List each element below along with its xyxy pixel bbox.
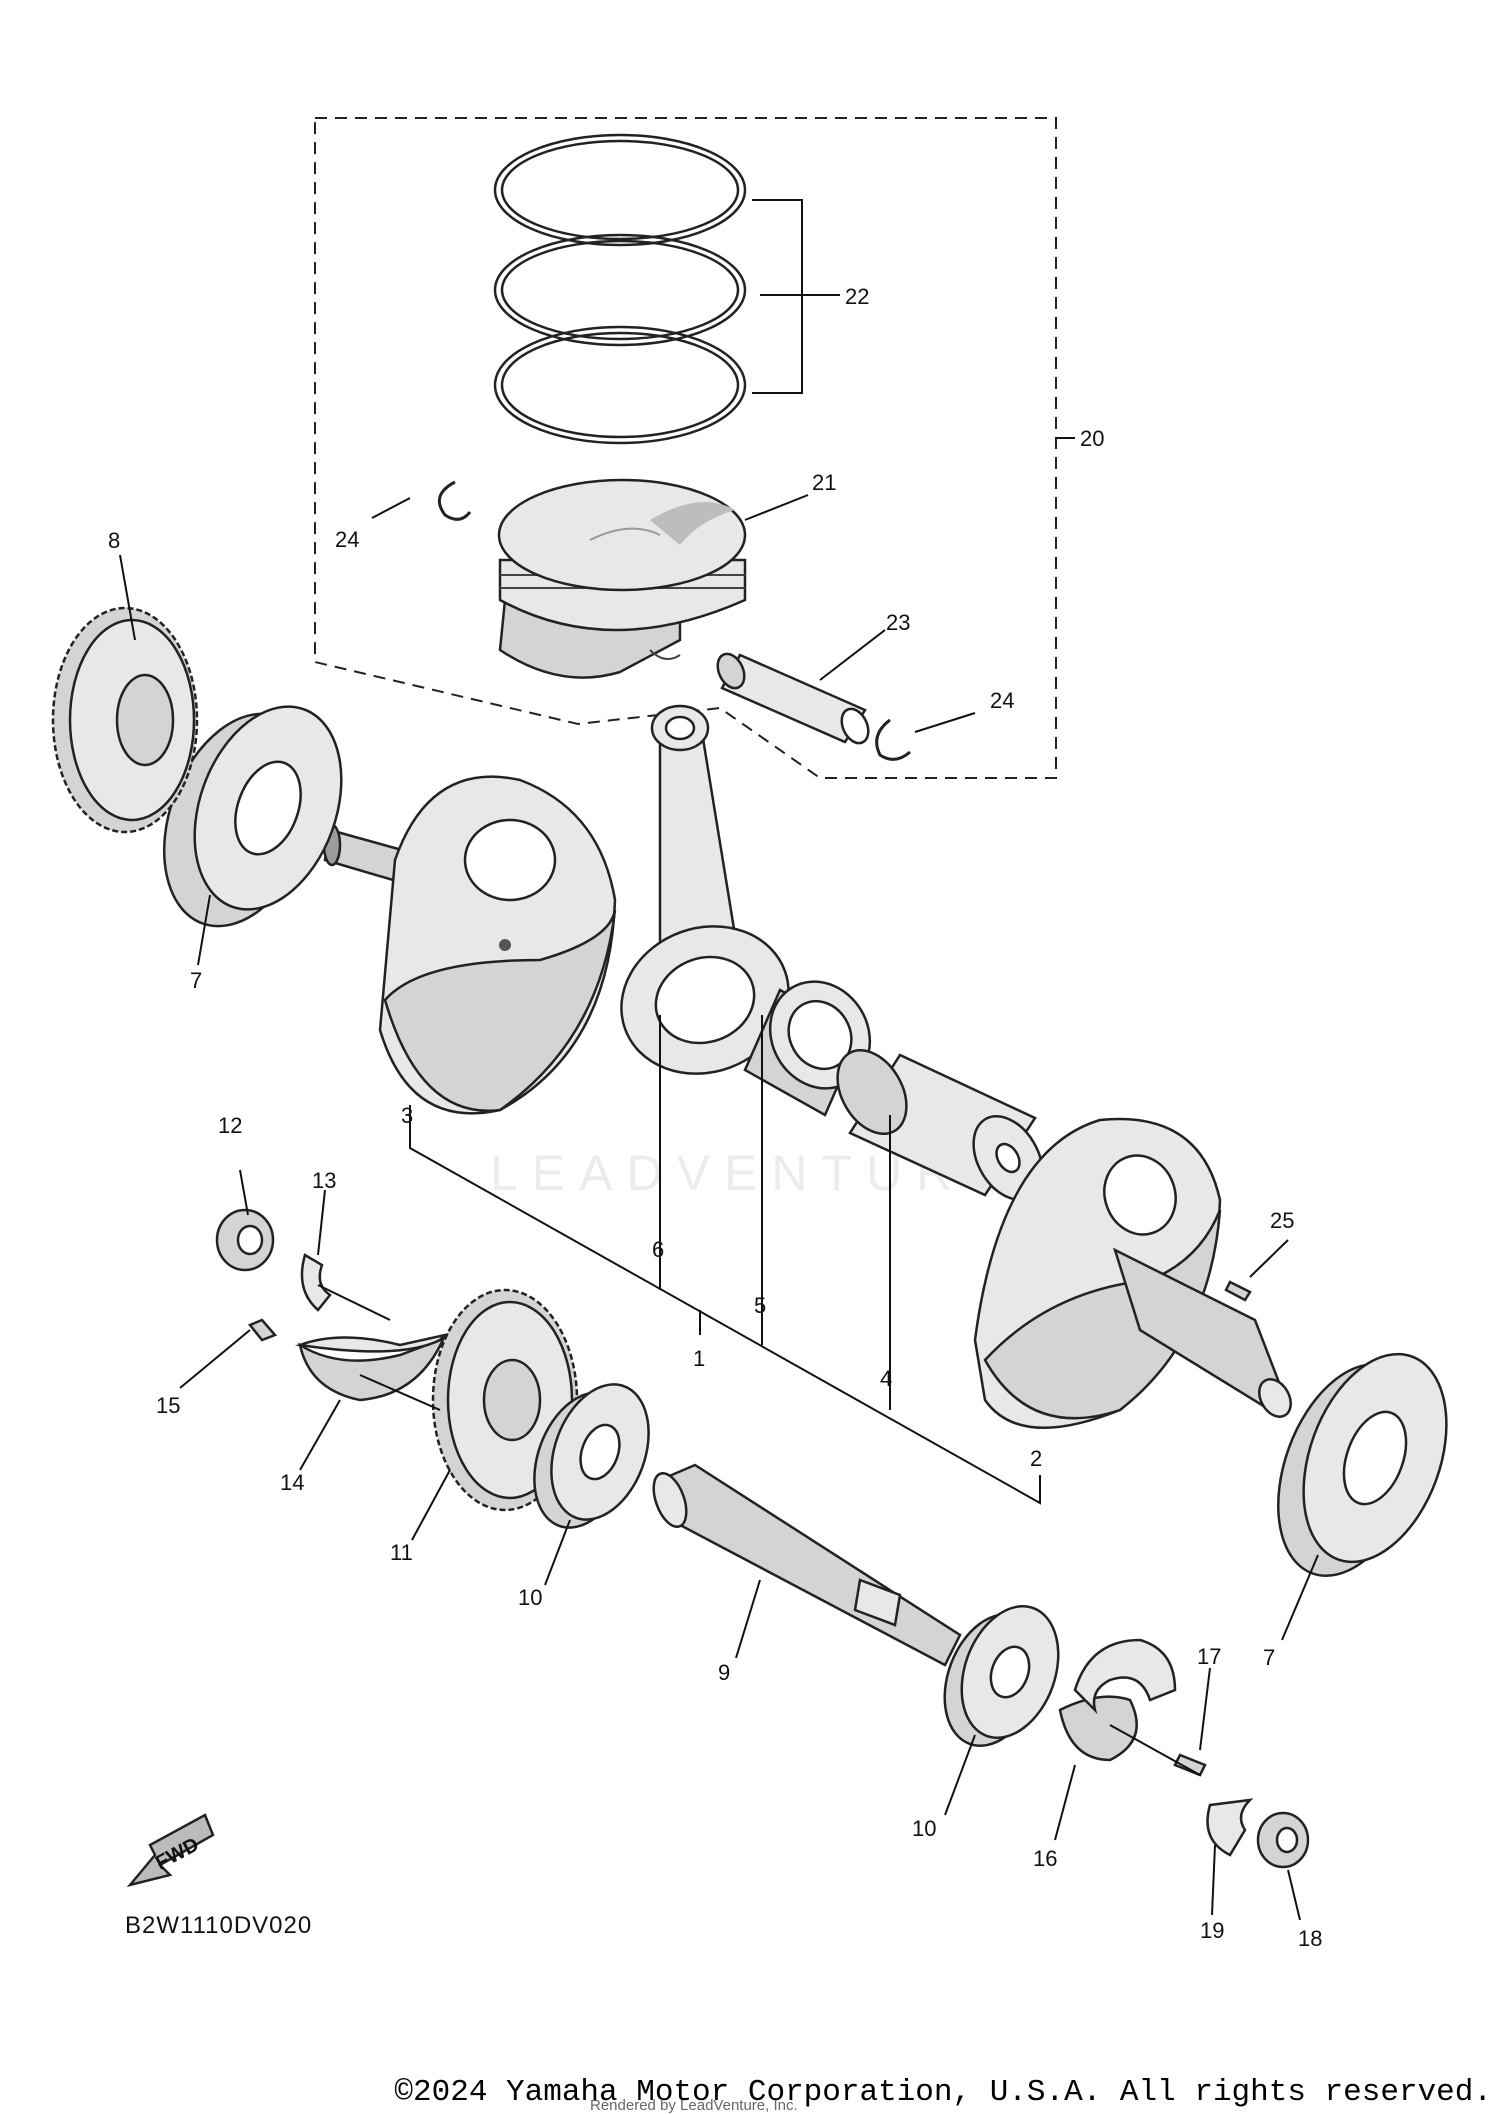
connecting-rod[interactable]: [601, 704, 810, 1097]
callout-2[interactable]: 2: [1030, 1446, 1042, 1471]
bearing-7-upper[interactable]: [137, 686, 368, 947]
callout-22[interactable]: 22: [845, 284, 869, 309]
callout-24-left[interactable]: 24: [335, 527, 359, 552]
woodruff-key[interactable]: [1224, 1280, 1252, 1302]
balancer-shaft-9[interactable]: [647, 1463, 962, 1667]
bearing-10-upper[interactable]: [517, 1371, 666, 1541]
rendered-by-credit: Rendered by LeadVenture, Inc.: [590, 2097, 798, 2114]
bearing-7-lower[interactable]: [1251, 1334, 1473, 1595]
callout-12[interactable]: 12: [218, 1113, 242, 1138]
crankshaft-right[interactable]: [973, 1117, 1297, 1430]
callout-23[interactable]: 23: [886, 610, 910, 635]
callout-21[interactable]: 21: [812, 470, 836, 495]
piston-rings[interactable]: [493, 133, 747, 445]
crank-pin[interactable]: [824, 1038, 1057, 1212]
callout-8[interactable]: 8: [108, 528, 120, 553]
circlip-left[interactable]: [437, 480, 472, 521]
callout-10-upper[interactable]: 10: [518, 1585, 542, 1610]
fwd-arrow-icon: FWD: [126, 1813, 215, 1888]
callout-1[interactable]: 1: [693, 1346, 705, 1371]
crankshaft-left[interactable]: [322, 775, 617, 1115]
callout-11[interactable]: 11: [390, 1540, 413, 1565]
callout-10-lower[interactable]: 10: [912, 1816, 936, 1841]
key-17[interactable]: [1173, 1753, 1207, 1777]
needle-bearing[interactable]: [743, 963, 889, 1117]
piston-pin[interactable]: [713, 650, 874, 748]
copyright-notice: ©2024 Yamaha Motor Corporation, U.S.A. A…: [0, 2075, 1500, 2110]
callout-16[interactable]: 16: [1033, 1846, 1057, 1871]
copyright-text: ©2024 Yamaha Motor Corporation, U.S.A. A…: [394, 2075, 1492, 2110]
callout-20[interactable]: 20: [1080, 426, 1104, 451]
nut-18[interactable]: [1256, 1811, 1310, 1869]
lock-washer-19[interactable]: [1206, 1798, 1254, 1857]
callout-13[interactable]: 13: [312, 1168, 336, 1193]
callout-9[interactable]: 9: [718, 1660, 730, 1685]
callout-14[interactable]: 14: [280, 1470, 304, 1495]
callout-3[interactable]: 3: [401, 1103, 413, 1128]
callout-6[interactable]: 6: [652, 1237, 664, 1262]
balancer-weight-16[interactable]: [1058, 1638, 1177, 1762]
callout-4[interactable]: 4: [880, 1366, 892, 1391]
bolt-15[interactable]: [247, 1318, 278, 1342]
nut-12[interactable]: [215, 1208, 275, 1272]
piston[interactable]: [497, 478, 747, 679]
balancer-weight-14[interactable]: [295, 1332, 449, 1402]
drive-gear-8[interactable]: [51, 606, 199, 834]
callout-24-right[interactable]: 24: [990, 688, 1014, 713]
callout-17[interactable]: 17: [1197, 1644, 1221, 1669]
piston-kit-boundary: [314, 117, 1057, 779]
callout-25[interactable]: 25: [1270, 1208, 1294, 1233]
callout-18[interactable]: 18: [1298, 1926, 1322, 1951]
circlip-right[interactable]: [875, 718, 911, 761]
callout-7-lower[interactable]: 7: [1263, 1645, 1275, 1670]
bearing-10-lower[interactable]: [927, 1593, 1075, 1760]
callout-5[interactable]: 5: [754, 1293, 766, 1318]
callout-7-upper[interactable]: 7: [190, 968, 202, 993]
lock-washer-13[interactable]: [300, 1253, 332, 1312]
diagram-code: B2W1110DV020: [125, 1912, 312, 1939]
callout-19[interactable]: 19: [1200, 1918, 1224, 1943]
callout-15[interactable]: 15: [156, 1393, 180, 1418]
